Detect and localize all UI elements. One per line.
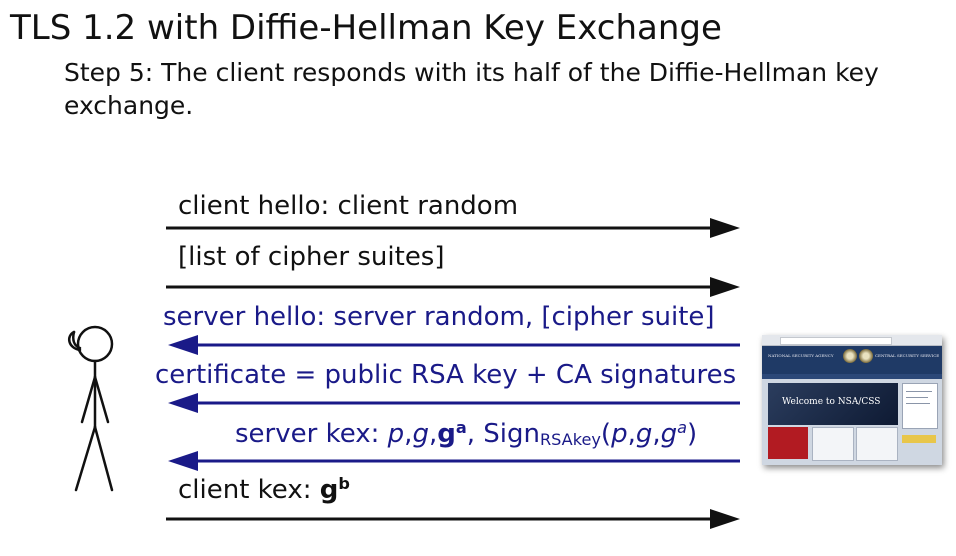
comma: , xyxy=(652,419,661,449)
var-g: g xyxy=(412,419,429,449)
browser-urlbar xyxy=(780,337,892,345)
var-g-bold: g xyxy=(319,475,339,505)
sign-subscript: RSAkey xyxy=(539,430,601,450)
certificate-label: certificate = public RSA key + CA signat… xyxy=(155,360,737,390)
client-kex-prefix: client kex: xyxy=(178,475,320,505)
slide-title: TLS 1.2 with Diffie-Hellman Key Exchange xyxy=(10,8,722,48)
arrow-client-kex xyxy=(166,509,740,529)
stick-figure-icon xyxy=(67,325,114,492)
exp-b: b xyxy=(338,474,350,494)
paren-open: ( xyxy=(600,419,612,449)
comma: , xyxy=(627,419,636,449)
comma: , xyxy=(466,419,484,449)
site-column xyxy=(856,427,898,461)
site-column xyxy=(812,427,854,461)
var-p2: p xyxy=(611,419,628,449)
server-kex-prefix: server kex: xyxy=(235,419,388,449)
var-g-bold: g xyxy=(437,419,456,449)
exp-a2: a xyxy=(677,418,688,438)
comma: , xyxy=(428,419,438,449)
text-line xyxy=(906,403,930,404)
site-red-box xyxy=(768,427,808,459)
server-hello-label: server hello: server random, [cipher sui… xyxy=(163,302,715,332)
var-p: p xyxy=(387,419,405,449)
seal-icon xyxy=(859,349,873,363)
client-kex-label: client kex: gb xyxy=(178,474,350,506)
seal-icon xyxy=(843,349,857,363)
comma: , xyxy=(404,419,413,449)
exp-a: a xyxy=(455,418,467,438)
client-hello-label: client hello: client random xyxy=(178,191,519,221)
sign-label: Sign xyxy=(483,419,540,449)
arrow-certificate xyxy=(168,393,740,413)
banner-left-text: NATIONAL SECURITY AGENCY xyxy=(768,353,834,358)
site-hero-text: Welcome to NSA/CSS xyxy=(782,397,881,407)
cipher-list-label: [list of cipher suites] xyxy=(178,242,445,272)
text-line xyxy=(906,391,932,392)
var-g2: g xyxy=(635,419,653,449)
site-hero xyxy=(768,383,898,425)
banner-right-text: CENTRAL SECURITY SERVICE xyxy=(875,353,940,358)
text-line xyxy=(906,397,928,398)
server-kex-label: server kex: p,g,ga, SignRSAkey(p,g,ga) xyxy=(235,418,697,450)
arrow-cipher-list xyxy=(166,277,740,297)
arrow-server-kex xyxy=(168,451,740,471)
slide-subtitle: Step 5: The client responds with its hal… xyxy=(64,58,879,120)
site-gold-button xyxy=(902,435,936,443)
arrow-server-hello xyxy=(168,335,740,355)
site-nav xyxy=(762,374,942,379)
paren-close: ) xyxy=(687,419,698,449)
arrow-client-hello xyxy=(166,218,740,238)
website-screenshot-icon: NATIONAL SECURITY AGENCY CENTRAL SECURIT… xyxy=(762,335,942,465)
site-side-panel xyxy=(902,383,938,429)
var-g3: g xyxy=(660,419,678,449)
